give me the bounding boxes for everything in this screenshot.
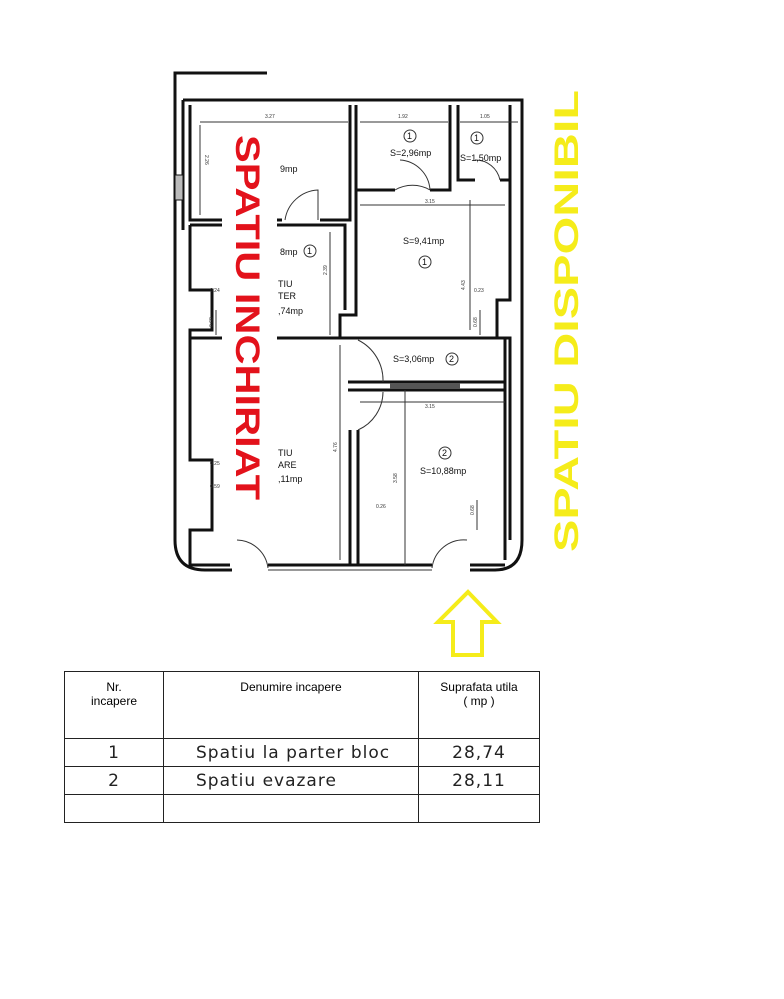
header-text: incapere <box>90 694 138 708</box>
cell-nr: 2 <box>64 766 164 795</box>
cell-area: 28,74 <box>418 738 540 767</box>
header-text: Nr. <box>106 680 122 694</box>
available-space-overlay: SPATIU DISPONIBIL <box>548 90 586 552</box>
cell-area <box>418 794 540 823</box>
header-area: Suprafata utila( mp ) <box>418 671 540 739</box>
dim-label: 2.39 <box>323 265 329 275</box>
dim-label: 2.26 <box>203 155 209 165</box>
dim-label: 0.26 <box>376 504 386 510</box>
header-text: ( mp ) <box>463 694 495 708</box>
room-name-label: TIU <box>278 279 293 289</box>
cell-name <box>163 794 419 823</box>
room-area-label: S=2,96mp <box>390 148 431 158</box>
entrance-arrow-icon <box>433 589 502 657</box>
dim-label: 0.68 <box>470 505 476 515</box>
room-area-label: ,74mp <box>278 306 303 316</box>
header-text: Suprafata utila <box>440 680 518 694</box>
cell-name: Spatiu evazare <box>163 766 419 795</box>
room-area-label: S=9,41mp <box>403 236 444 246</box>
room-name-label: ARE <box>278 460 297 470</box>
cell-nr <box>64 794 164 823</box>
cell-area: 28,11 <box>418 766 540 795</box>
table-row <box>64 794 540 823</box>
room-number: 1 <box>307 246 312 256</box>
header-room-name: Denumire incapere <box>163 671 419 739</box>
dim-label: 3.58 <box>393 473 399 483</box>
room-number: 1 <box>474 133 479 143</box>
dim-label: 0.68 <box>473 317 479 327</box>
rooms-table: Nr.incapere Denumire incapere Suprafata … <box>64 671 540 823</box>
header-room-number: Nr.incapere <box>64 671 164 739</box>
room-name-label: TIU <box>278 448 293 458</box>
cell-name: Spatiu la parter bloc <box>163 738 419 767</box>
table-row: 1 Spatiu la parter bloc 28,74 <box>64 738 540 767</box>
cell-nr: 1 <box>64 738 164 767</box>
room-number: 1 <box>422 257 427 267</box>
table-header-row: Nr.incapere Denumire incapere Suprafata … <box>64 671 540 739</box>
rented-space-overlay: SPATIU INCHIRIAT <box>228 135 266 500</box>
dim-label: 0.24 <box>210 288 220 294</box>
room-area-label: 8mp <box>280 247 298 257</box>
table-row: 2 Spatiu evazare 28,11 <box>64 766 540 795</box>
room-area-label: S=1,50mp <box>460 153 501 163</box>
dim-label: 4.76 <box>333 442 339 452</box>
room-area-label: 9mp <box>280 164 298 174</box>
room-area-label: S=10,88mp <box>420 466 466 476</box>
dim-label: 3.27 <box>265 114 275 120</box>
dim-label: 0.68 <box>209 317 215 327</box>
room-number: 2 <box>442 448 447 458</box>
room-area-label: S=3,06mp <box>393 354 434 364</box>
dimension-lines: 3.27 1.92 1.05 3.15 3.15 2.26 2.39 4.43 … <box>199 114 518 565</box>
room-number: 1 <box>407 131 412 141</box>
overlay-background <box>222 130 277 505</box>
room-name-label: TER <box>278 291 297 301</box>
dim-label: 0.25 <box>210 461 220 467</box>
dim-label: 1.92 <box>398 114 408 120</box>
dim-label: 0.59 <box>210 484 220 490</box>
doors <box>236 159 501 569</box>
room-area-label: ,11mp <box>278 474 302 484</box>
dim-label: 3.15 <box>425 404 435 410</box>
dim-label: 3.15 <box>425 199 435 205</box>
dim-label: 1.05 <box>480 114 490 120</box>
dim-label: 0.23 <box>474 288 484 294</box>
room-number: 2 <box>449 354 454 364</box>
room-labels: 9mp 8mp 1 TIU TER ,74mp TIU ARE ,11mp 1 … <box>278 129 501 484</box>
dim-label: 4.43 <box>461 280 467 290</box>
